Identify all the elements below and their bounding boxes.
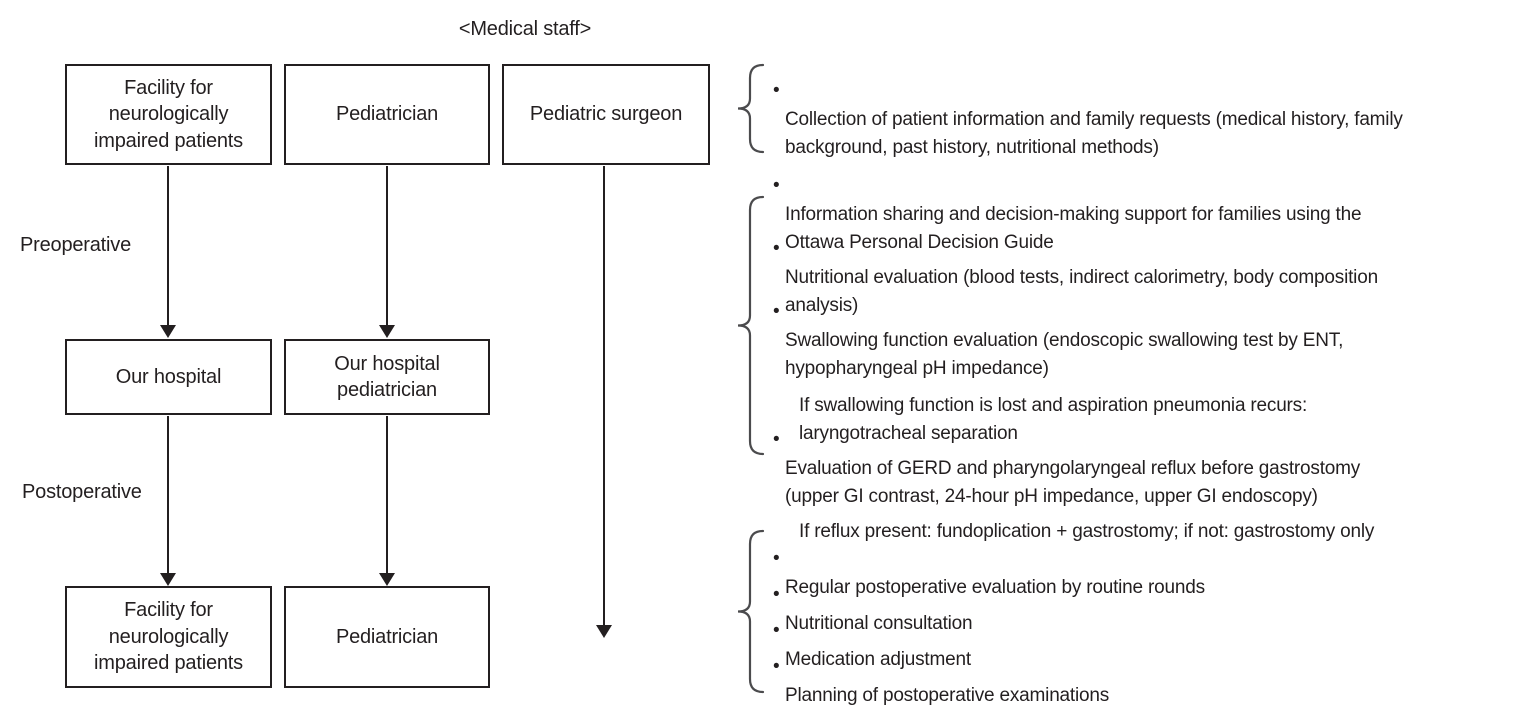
bullet-item-gerd-evaluation: •Evaluation of GERD and pharyngolaryngea… (773, 427, 1517, 511)
bullet-dot: • (773, 548, 780, 569)
box-our-hospital: Our hospital (65, 339, 272, 415)
bullet-dot: • (773, 238, 780, 259)
bullet-text: Swallowing function evaluation (endoscop… (785, 330, 1344, 379)
bullet-dot: • (773, 301, 780, 322)
bullet-item-swallowing-evaluation: •Swallowing function evaluation (endosco… (773, 299, 1517, 383)
bullet-item-medication-adjustment: •Medication adjustment (773, 618, 1517, 674)
bullet-dot: • (773, 656, 780, 677)
arrowhead-icon (379, 573, 395, 586)
bullet-dot: • (773, 175, 780, 196)
label-postoperative: Postoperative (22, 481, 142, 503)
curly-brace-icon (737, 195, 765, 456)
bullet-dot: • (773, 80, 780, 101)
box-pediatrician-bottom: Pediatrician (284, 586, 490, 688)
note-reflux-present: If reflux present: fundoplication + gast… (799, 490, 1517, 546)
arrow-facility-to-hospital (167, 166, 169, 325)
curly-brace-icon (737, 529, 765, 694)
box-facility-top: Facility for neurologically impaired pat… (65, 64, 272, 165)
bullet-item-nutritional-evaluation: •Nutritional evaluation (blood tests, in… (773, 236, 1517, 320)
note-text: If reflux present: fundoplication + gast… (799, 521, 1375, 542)
note-text: If swallowing function is lost and aspir… (799, 395, 1308, 444)
arrowhead-icon (379, 325, 395, 338)
box-our-hospital-pediatrician: Our hospital pediatrician (284, 339, 490, 415)
bullet-item-nutritional-consultation: •Nutritional consultation (773, 582, 1517, 638)
bullet-text: Nutritional evaluation (blood tests, ind… (785, 267, 1378, 316)
bullet-item-regular-evaluation: •Regular postoperative evaluation by rou… (773, 546, 1517, 602)
bullet-text: Nutritional consultation (785, 613, 973, 634)
diagram-title: <Medical staff> (458, 18, 592, 40)
curly-brace-icon (737, 63, 765, 154)
bullet-dot: • (773, 429, 780, 450)
arrowhead-icon (160, 573, 176, 586)
bullet-text: Information sharing and decision-making … (785, 204, 1362, 253)
arrow-pediatric-surgeon (603, 166, 605, 625)
arrow-hospital-to-facility (167, 416, 169, 573)
box-pediatrician-top: Pediatrician (284, 64, 490, 165)
bullet-item-postop-examinations: •Planning of postoperative examinations (773, 654, 1517, 710)
bullet-dot: • (773, 620, 780, 641)
bullet-text: Evaluation of GERD and pharyngolaryngeal… (785, 458, 1361, 507)
bullet-text: Medication adjustment (785, 649, 971, 670)
bullet-item-collection: •Collection of patient information and f… (773, 78, 1517, 162)
box-facility-bottom: Facility for neurologically impaired pat… (65, 586, 272, 688)
bullet-item-information-sharing: •Information sharing and decision-making… (773, 173, 1517, 257)
bullet-dot: • (773, 584, 780, 605)
box-pediatric-surgeon: Pediatric surgeon (502, 64, 710, 165)
bullet-text: Regular postoperative evaluation by rout… (785, 577, 1205, 598)
bullet-text: Planning of postoperative examinations (785, 685, 1110, 706)
label-preoperative: Preoperative (20, 234, 131, 256)
arrowhead-icon (596, 625, 612, 638)
bullet-text: Collection of patient information and fa… (785, 109, 1403, 158)
arrowhead-icon (160, 325, 176, 338)
arrow-hospitalped-to-pediatrician (386, 416, 388, 573)
arrow-pediatrician-to-hospital (386, 166, 388, 325)
note-swallowing-lost: If swallowing function is lost and aspir… (799, 364, 1517, 448)
